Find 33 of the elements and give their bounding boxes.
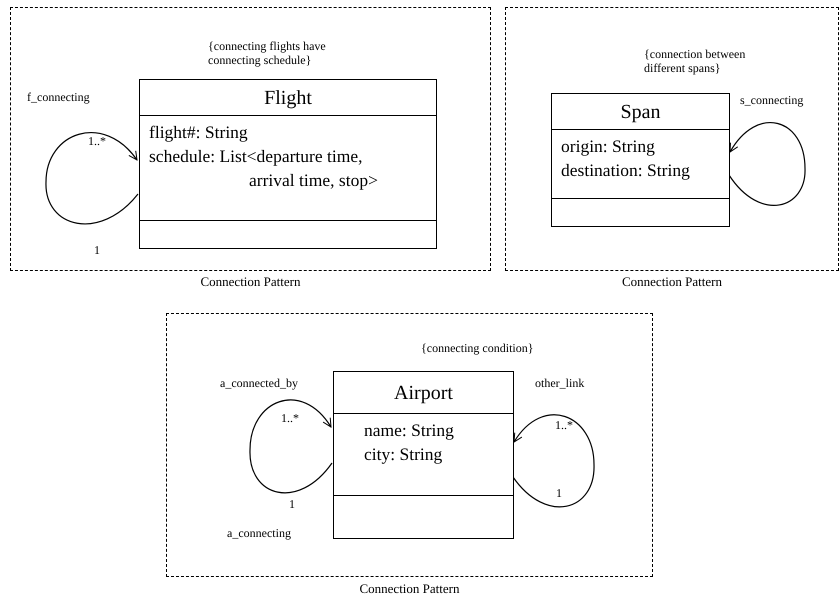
frame-caption: Connection Pattern — [199, 274, 302, 290]
constraint-note: {connection between different spans} — [644, 47, 746, 75]
attribute-text: destination: String — [561, 159, 691, 182]
multiplicity-label: 1 — [556, 486, 562, 500]
association-loop — [249, 400, 332, 494]
association-loop — [728, 122, 806, 206]
attribute-text: origin: String — [561, 135, 656, 158]
frame-caption: Connection Pattern — [358, 581, 460, 597]
constraint-note: {connecting condition} — [421, 341, 534, 355]
attribute-text: schedule: List<departure time, arrival time, stop> — [149, 145, 379, 192]
attribute-text: name: String — [364, 419, 455, 442]
edge-label: s_connecting — [740, 93, 804, 107]
multiplicity-label: 1 — [289, 497, 295, 511]
role-name-label: a_connecting — [227, 526, 291, 540]
class-box — [551, 93, 730, 227]
association-loop — [512, 414, 595, 508]
attribute-text: city: String — [364, 443, 444, 466]
multiplicity-label: 1..* — [555, 418, 573, 432]
multiplicity-label: 1 — [94, 243, 100, 257]
class-name: Airport — [393, 381, 454, 406]
class-name: Span — [620, 100, 662, 125]
class-name: Flight — [263, 86, 313, 111]
multiplicity-label: 1..* — [281, 411, 299, 425]
frame-caption: Connection Pattern — [620, 274, 723, 290]
association-loop — [45, 132, 138, 224]
multiplicity-label: 1..* — [88, 134, 106, 148]
edge-label: f_connecting — [27, 90, 90, 104]
constraint-note: {connecting flights have connecting schedule} — [208, 39, 327, 67]
attribute-text: flight#: String — [149, 121, 249, 144]
class-box — [333, 371, 514, 539]
class-box — [139, 79, 437, 249]
edge-label: a_connected_by — [220, 376, 298, 390]
edge-label: other_link — [535, 376, 584, 390]
